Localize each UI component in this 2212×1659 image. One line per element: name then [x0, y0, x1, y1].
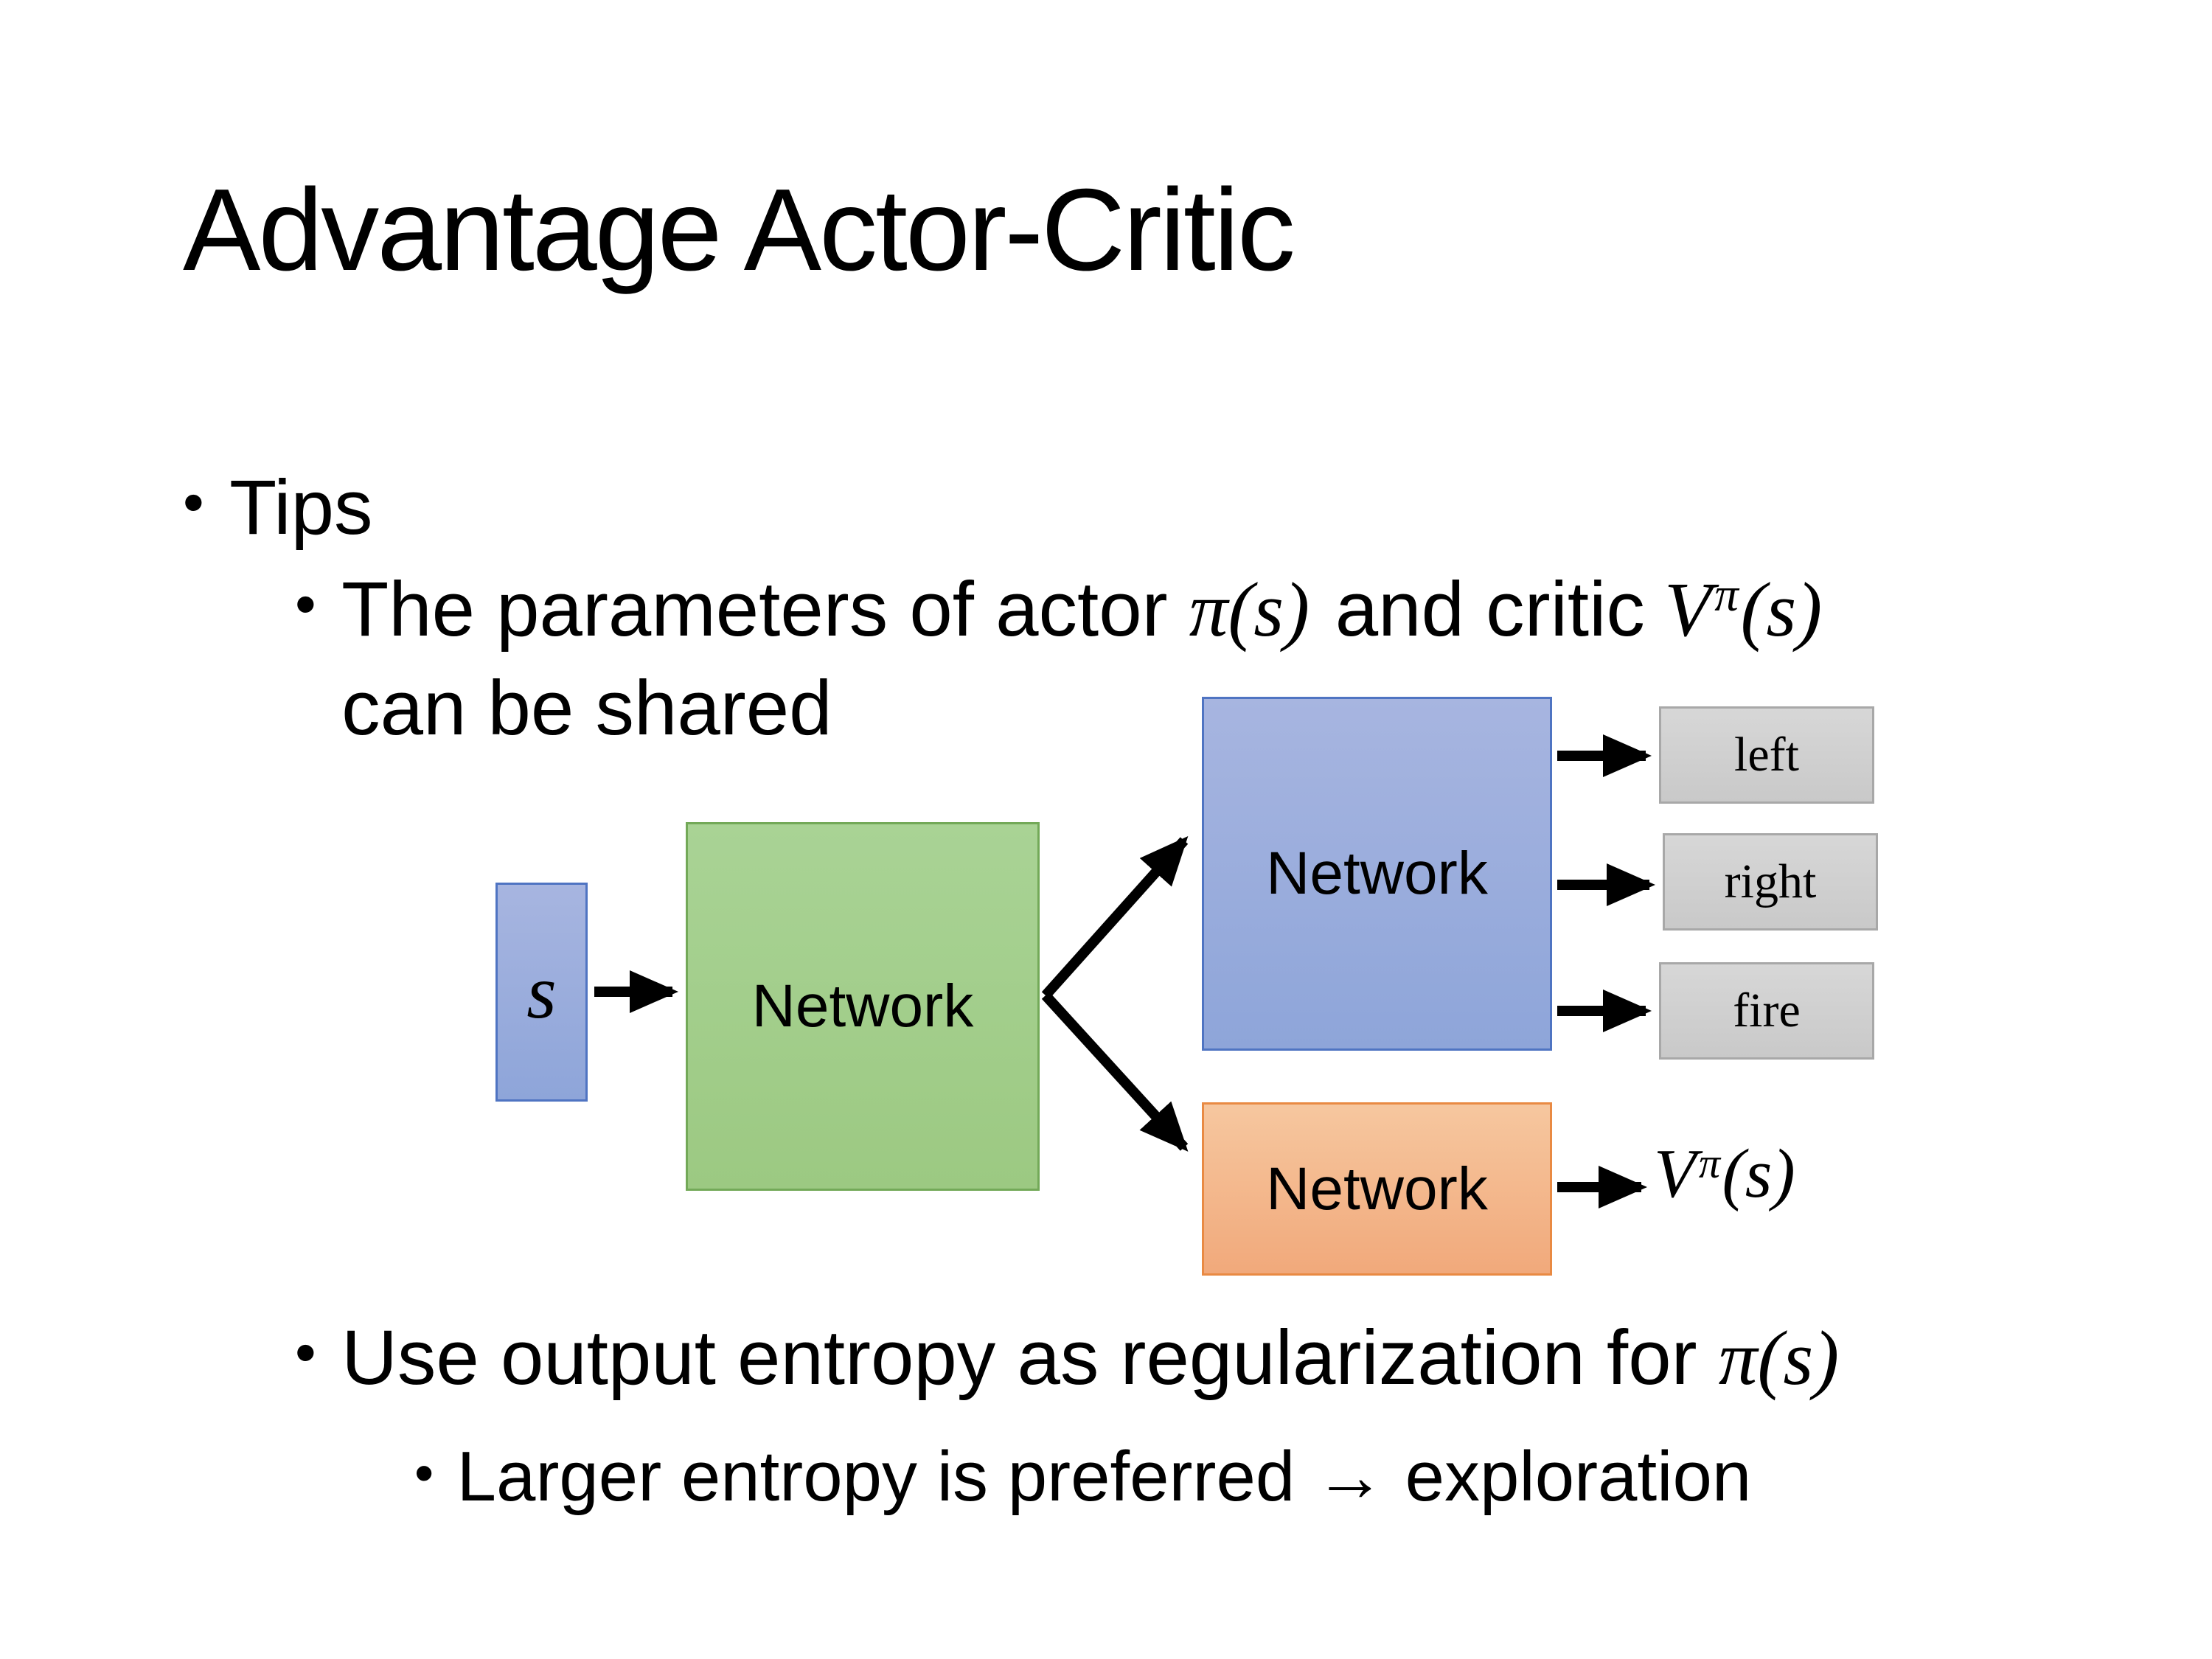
state-label: s [526, 950, 557, 1034]
math-sup-pi: π [1698, 1138, 1721, 1187]
bullet-marker: • [295, 571, 316, 639]
actor-network-box: Network [1202, 697, 1552, 1051]
bullet-parameters-line1: The parameters of actor π(s) and critic V… [341, 560, 1822, 659]
arrow-shared-to-actor [1041, 836, 1189, 999]
math-v: V [1654, 1135, 1697, 1212]
bullet-parameters: • The parameters of actor π(s) and critic… [295, 560, 2124, 759]
text-run: Use output entropy as regularization for [341, 1315, 1719, 1401]
shared-network-box: Network [686, 822, 1040, 1191]
state-box: s [495, 883, 588, 1102]
bullet-marker: • [414, 1441, 434, 1503]
action-label-left: left [1734, 728, 1799, 782]
bullet-marker: • [295, 1319, 316, 1387]
bullet-entropy-line: Use output entropy as regularization for… [341, 1309, 1839, 1408]
action-box-left: left [1659, 706, 1874, 804]
math-v: V [1664, 566, 1712, 653]
critic-network-box: Network [1202, 1102, 1552, 1276]
bullet-parameters-text: The parameters of actor π(s) and critic V… [341, 560, 1822, 759]
math-critic-v-pi-s: Vπ(s) [1645, 566, 1822, 653]
actor-network-label: Network [1266, 840, 1488, 907]
bullet-marker: • [183, 469, 204, 537]
math-actor-pi-s: π(s) [1189, 566, 1310, 653]
bullet-entropy-sub: • Larger entropy is preferred → explorat… [414, 1432, 2110, 1523]
bullet-entropy: • Use output entropy as regularization f… [295, 1309, 2124, 1408]
action-box-fire: fire [1659, 962, 1874, 1060]
math-arg-s: (s) [1722, 1135, 1795, 1212]
text-run: The parameters of actor [341, 566, 1189, 653]
bullet-tips-label: Tips [229, 465, 373, 551]
action-label-right: right [1724, 855, 1817, 908]
action-label-fire: fire [1733, 984, 1801, 1037]
page-title: Advantage Actor-Critic [183, 165, 1295, 295]
critic-output-label: Vπ(s) [1654, 1134, 1795, 1214]
action-box-right: right [1663, 833, 1878, 931]
text-run: and critic [1335, 566, 1645, 653]
bullet-parameters-line2: can be shared [341, 665, 832, 752]
arrow-shared-to-critic [1041, 992, 1189, 1152]
bullet-entropy-sub-label: Larger entropy is preferred → exploratio… [456, 1437, 1752, 1516]
math-arg-s: (s) [1740, 566, 1823, 653]
math-sup-pi: π [1714, 568, 1739, 622]
bullet-tips: • Tips [183, 459, 373, 557]
shared-network-label: Network [751, 973, 974, 1040]
critic-network-label: Network [1266, 1155, 1488, 1222]
math-pi-s: π(s) [1718, 1315, 1840, 1401]
